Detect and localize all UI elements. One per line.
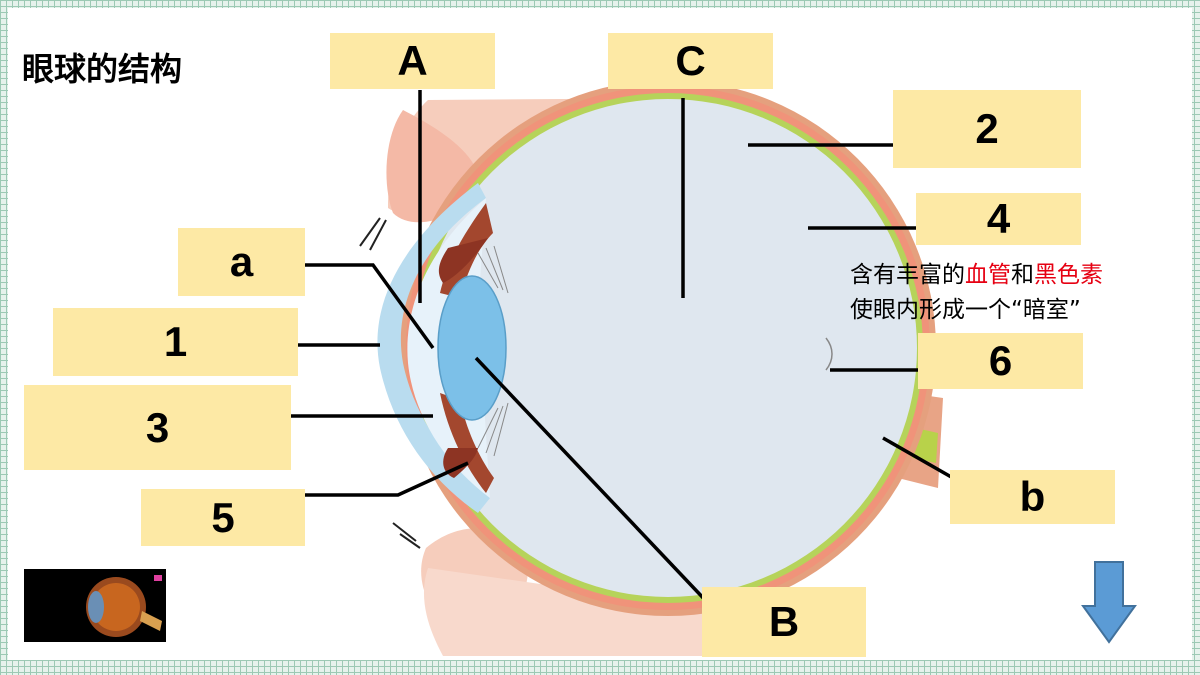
page-title: 眼球的结构: [22, 50, 183, 88]
label-a[interactable]: a: [178, 228, 305, 296]
label-4[interactable]: 4: [916, 193, 1081, 245]
label-B[interactable]: B: [702, 587, 866, 657]
annotation-line-2: 使眼内形成一个“暗室”: [850, 297, 1081, 323]
upper-eyelash: [359, 217, 387, 251]
annotation-text-mid: 和: [1011, 262, 1034, 288]
leader-5: [305, 461, 469, 497]
cornea: [377, 183, 490, 513]
lower-eyelash: [392, 522, 421, 549]
annotation-melanin: 黑色素: [1034, 262, 1103, 288]
zonules: [477, 245, 509, 457]
ciliary-upper: [438, 238, 488, 283]
label-C[interactable]: C: [608, 33, 773, 89]
label-3[interactable]: 3: [24, 385, 291, 470]
label-5-text: 5: [211, 493, 235, 541]
label-3-text: 3: [145, 403, 170, 451]
leader-B: [474, 356, 710, 605]
label-b-text: b: [1019, 473, 1046, 520]
leader-b: [882, 436, 954, 480]
annotation-line-1: 含有丰富的血管和黑色素: [850, 258, 1103, 293]
label-4-text: 4: [986, 195, 1011, 242]
down-arrow-icon[interactable]: [1081, 560, 1137, 644]
blind-spot: [825, 337, 833, 371]
label-6[interactable]: 6: [918, 333, 1083, 389]
lens: [437, 275, 507, 421]
annotation-blood-vessels: 血管: [965, 262, 1011, 288]
label-C-text: C: [675, 37, 706, 84]
slide-canvas: 眼球的结构 A C 2 4 a 1 3 5 6 b B 含有丰富的血管和黑色素 …: [8, 8, 1192, 660]
label-2-text: 2: [975, 105, 999, 152]
leader-lines: [291, 90, 954, 605]
label-A[interactable]: A: [330, 33, 495, 89]
eyelid-skin-lower: [423, 568, 708, 656]
video-eye-icon: [86, 575, 162, 637]
label-6-text: 6: [988, 337, 1013, 384]
leader-a: [305, 263, 435, 350]
vitreous-body: [419, 99, 917, 597]
label-2[interactable]: 2: [893, 90, 1081, 168]
label-b[interactable]: b: [950, 470, 1115, 524]
eye-diagram: [291, 80, 954, 656]
label-5[interactable]: 5: [141, 489, 305, 546]
iris-lower: [440, 393, 494, 493]
annotation-text-pre: 含有丰富的: [850, 262, 965, 288]
label-a-text: a: [229, 238, 254, 285]
label-1[interactable]: 1: [53, 308, 298, 376]
choroid-annotation: 含有丰富的血管和黑色素 使眼内形成一个“暗室”: [850, 258, 1103, 328]
label-1-text: 1: [163, 318, 188, 365]
label-B-text: B: [768, 598, 800, 645]
video-thumbnail[interactable]: [24, 569, 166, 642]
label-A-text: A: [397, 37, 428, 84]
